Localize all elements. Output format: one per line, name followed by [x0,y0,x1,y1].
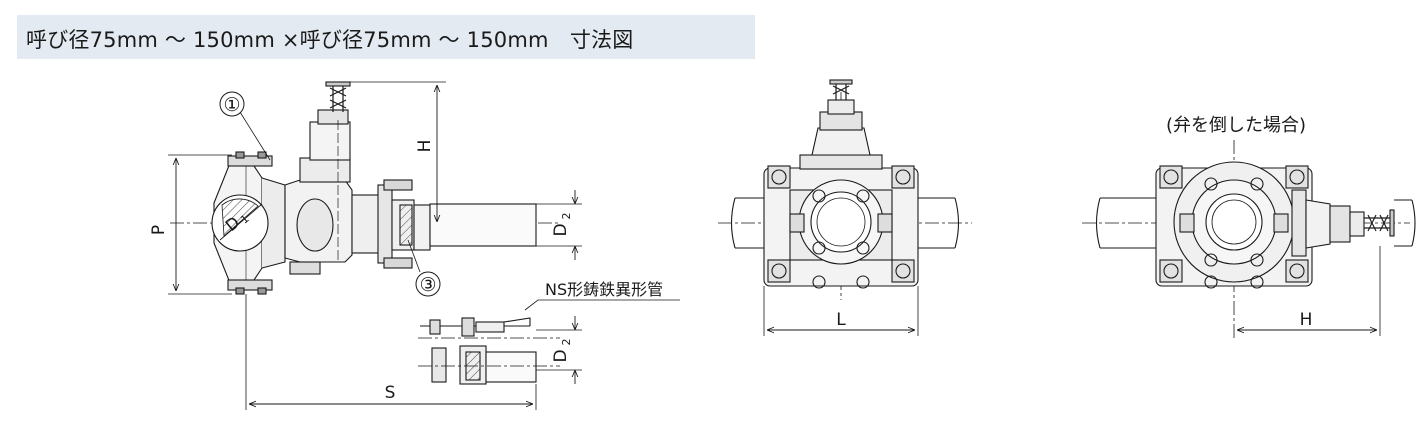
title-bar: 呼び径75mm ～ 150mm ×呼び径75mm ～ 150mm 寸法図 [17,15,755,59]
dim-D2-lower-subscript: 2 [560,339,573,346]
outlet-coupling [351,179,431,269]
ns-pipe-label: NS形鋳鉄異形管 [545,280,663,299]
valve-body [284,81,353,275]
callout-3-label: ③ [419,274,436,296]
main-pipe-section [211,194,269,252]
branch-pipe [429,203,537,247]
dim-D2-upper-label: D [551,223,571,236]
dim-H-side-label: H [415,140,435,153]
page-title: 呼び径75mm ～ 150mm ×呼び径75mm ～ 150mm 寸法図 [26,28,634,52]
tilted-view-caption: (弁を倒した場合) [1166,115,1306,136]
dim-S-label: S [385,383,396,403]
dim-D2-lower-label: D [551,349,571,362]
dim-D2-upper-subscript: 2 [560,213,573,220]
callout-1-label: ① [223,94,240,116]
dim-H-tilted-label: H [1300,310,1313,330]
ns-pipe-fitting [418,317,560,385]
front-view [718,79,972,336]
side-view [168,81,680,410]
dim-P-label: P [149,225,169,235]
dim-L-label: L [836,310,846,330]
tilted-view [1082,140,1416,340]
